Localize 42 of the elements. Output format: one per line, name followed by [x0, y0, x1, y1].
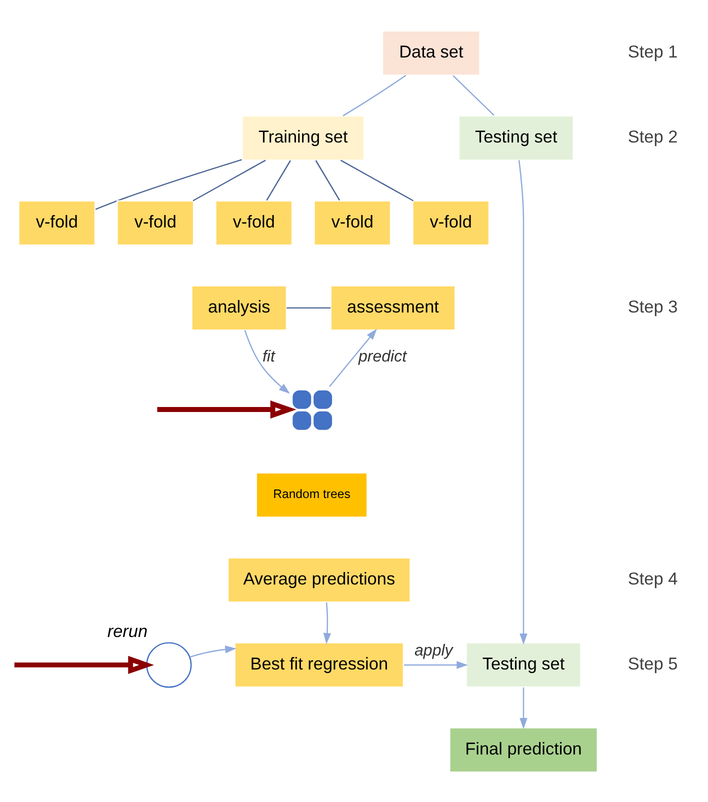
node-box: Final prediction	[449, 726, 598, 772]
arrow	[14, 655, 154, 674]
arrow	[520, 686, 528, 729]
edge-label: apply	[414, 642, 453, 660]
node-box: v-fold	[314, 200, 392, 246]
node-box: Average predictions	[227, 556, 411, 602]
connector	[340, 159, 414, 201]
edge-label: predict	[358, 348, 407, 365]
node-box: v-fold	[215, 200, 293, 246]
arrow	[157, 400, 296, 418]
label: Step 2	[628, 126, 678, 146]
node-box: analysis	[191, 284, 288, 330]
node-box: v-fold	[412, 200, 490, 246]
node-box: assessment	[330, 284, 456, 330]
node-box: v-fold	[116, 200, 194, 246]
edge-label: fit	[262, 348, 275, 365]
label: Step 4	[628, 568, 678, 588]
arrow	[518, 160, 528, 644]
arrow	[323, 602, 332, 644]
node-box: Best fit regression	[234, 642, 404, 688]
connector	[315, 160, 340, 200]
connector	[286, 306, 331, 308]
label: Step 5	[628, 653, 678, 674]
node-label: rerun	[107, 620, 148, 640]
arrow	[329, 328, 377, 386]
label: Step 3	[628, 296, 678, 316]
node-box: Testing set	[458, 114, 574, 160]
connector	[95, 158, 242, 210]
arrow	[190, 645, 236, 658]
arrow	[244, 330, 290, 394]
node-box: Data set	[382, 30, 480, 76]
connector	[266, 160, 291, 200]
node-box: Random trees	[256, 472, 368, 518]
node-circle	[146, 642, 192, 688]
node-box: Training set	[242, 114, 365, 160]
node-box: Testing set	[466, 642, 582, 688]
connector	[342, 74, 406, 116]
label: Step 1	[628, 41, 678, 62]
arrow	[404, 660, 468, 668]
connector	[192, 159, 266, 201]
node-box: v-fold	[18, 200, 96, 246]
connector	[452, 74, 494, 116]
